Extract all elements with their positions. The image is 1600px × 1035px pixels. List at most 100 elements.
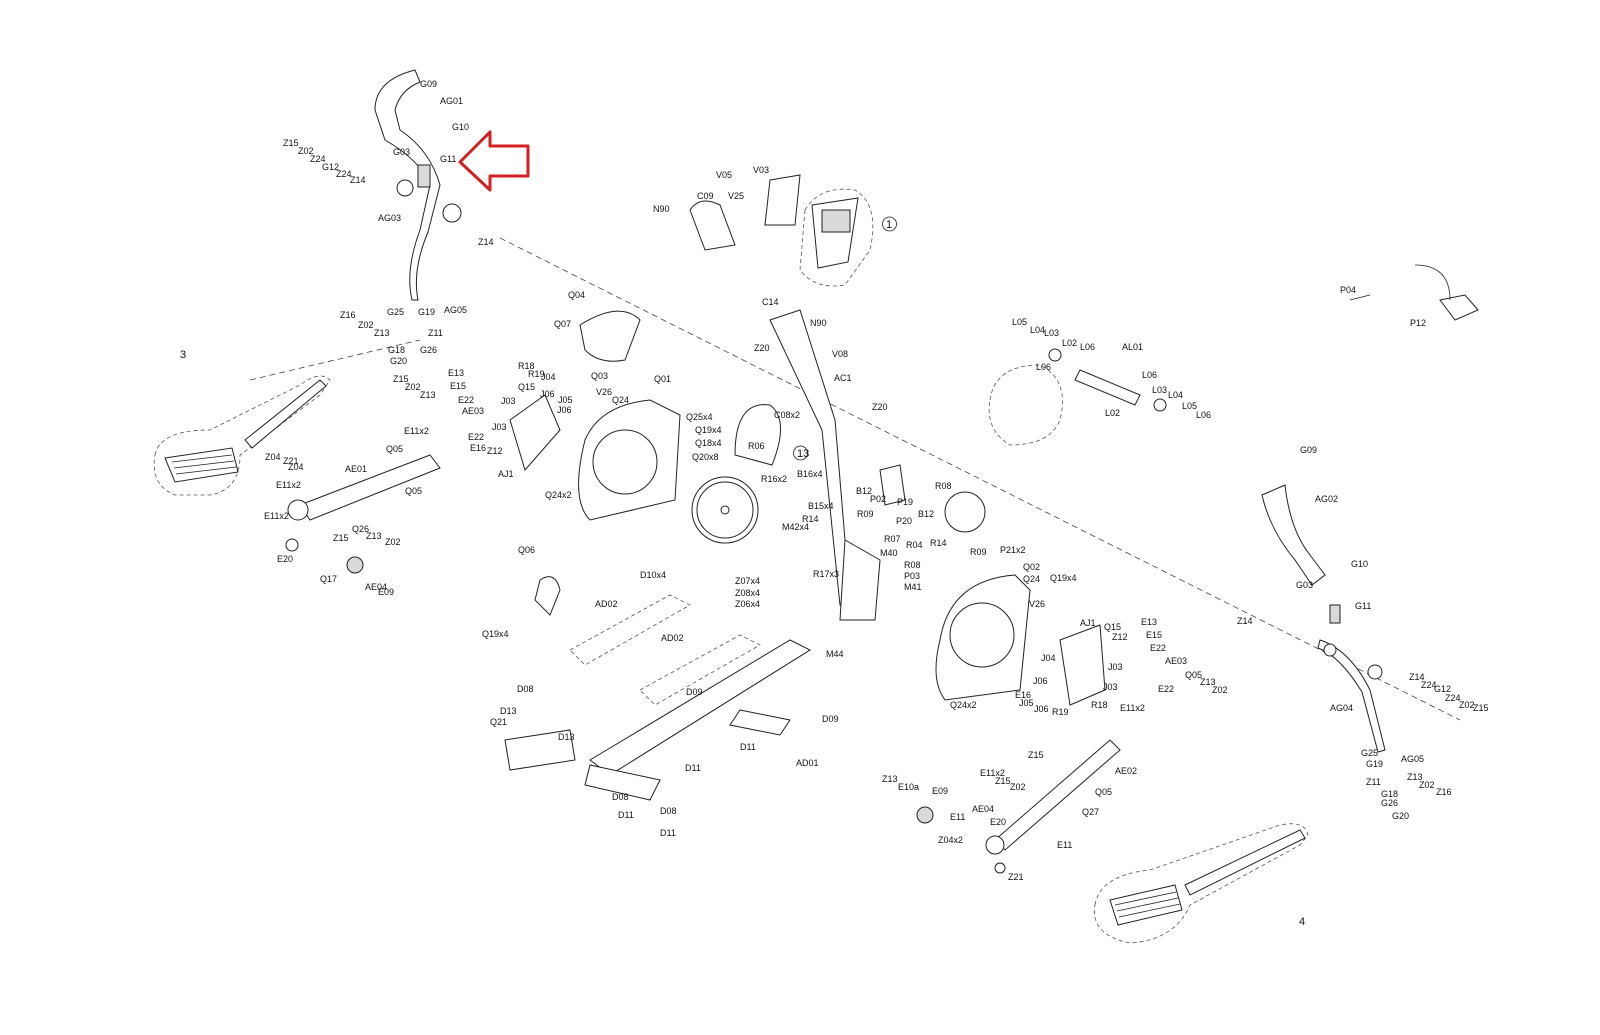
part-label-left-cover: Q24x2 <box>545 490 572 500</box>
part-label-right-cover: V26 <box>1029 599 1045 609</box>
part-label-axle: L06 <box>1196 410 1211 420</box>
part-label-left-handle: Z14 <box>478 237 494 247</box>
part-label-stem: P19 <box>897 497 913 507</box>
part-label-stem: N90 <box>810 318 827 328</box>
part-label-stem: Z20 <box>754 343 770 353</box>
part-label-left-arm: E11x2 <box>276 480 301 490</box>
part-label-stem: P20 <box>896 516 912 526</box>
part-label-left-cover: Q20x8 <box>692 452 719 462</box>
left-handlebar <box>374 69 462 301</box>
part-label-right-arm: E11 <box>950 812 965 822</box>
part-label-left-handle: G10 <box>452 122 469 132</box>
part-label-left-arm: Q17 <box>320 574 337 584</box>
part-label-left-lower: Z16 <box>340 310 356 320</box>
part-label-base: Z07x4 <box>735 576 760 586</box>
part-label-base: D08 <box>660 806 677 816</box>
part-label-right-arm: J06 <box>1034 704 1049 714</box>
part-label-axle: L03 <box>1152 385 1167 395</box>
part-label-axle: L02 <box>1105 408 1120 418</box>
part-label-left-cover: J06 <box>557 405 572 415</box>
part-label-stem: V08 <box>832 349 848 359</box>
part-label-left-cover: R18 <box>518 361 535 371</box>
part-label-stem: Z20 <box>872 402 888 412</box>
part-label-axle: L05 <box>1182 401 1197 411</box>
part-label-stem: P03 <box>904 571 920 581</box>
part-label-right-lower: G19 <box>1366 759 1383 769</box>
part-label-left-cover: J03 <box>501 396 516 406</box>
part-label-left-arm: Z04 <box>288 462 304 472</box>
part-label-left-cover: Q03 <box>591 371 608 381</box>
left-cover <box>509 310 681 521</box>
part-label-axle: L02 <box>1062 338 1077 348</box>
part-label-right-lower: G20 <box>1392 811 1409 821</box>
part-label-left-arm: E22 <box>468 432 484 442</box>
part-label-adapter: P12 <box>1410 318 1426 328</box>
part-label-left-lower: G25 <box>387 307 404 317</box>
part-label-left-handle: G09 <box>420 79 437 89</box>
part-label-right-cover: Q19x4 <box>1050 573 1077 583</box>
part-label-left-arm: Z12 <box>487 446 503 456</box>
part-label-axle: L06 <box>1080 342 1095 352</box>
part-label-axle: L04 <box>1030 325 1045 335</box>
power-adapter <box>1349 264 1479 321</box>
part-label-left-arm: Q05 <box>405 486 422 496</box>
part-label-left-arm: Z13 <box>366 531 382 541</box>
part-label-left-handle: Z24 <box>336 169 352 179</box>
part-label-left-cover: R19 <box>528 369 545 379</box>
part-label-stem: C08x2 <box>774 410 800 420</box>
part-label-right-arm: J03 <box>1103 682 1118 692</box>
part-label-left-lower: AG05 <box>444 305 467 315</box>
part-label-left-lower: Z13 <box>374 328 390 338</box>
part-label-right-arm: Q27 <box>1082 807 1099 817</box>
part-label-stem: M44 <box>826 649 844 659</box>
part-label-right-arm: E22 <box>1150 643 1166 653</box>
part-label-right-arm: AE04 <box>972 804 994 814</box>
part-label-right-arm: J03 <box>1108 662 1123 672</box>
axle-detail <box>988 348 1167 446</box>
part-label-base: Q21 <box>490 717 507 727</box>
part-label-left-cover: Q04 <box>568 290 585 300</box>
part-label-left-arm: Z15 <box>333 533 349 543</box>
left-pedal <box>153 375 331 496</box>
part-label-right-lower: G25 <box>1361 748 1378 758</box>
part-label-right-arm: E11x2 <box>1120 703 1145 713</box>
part-label-stem: C14 <box>762 297 779 307</box>
part-label-left-handle: Z15 <box>283 138 299 148</box>
part-label-left-arm: Z13 <box>420 390 436 400</box>
part-label-right-lower: Z13 <box>1407 772 1423 782</box>
part-label-left-handle: Z02 <box>298 146 314 156</box>
part-label-stem: M41 <box>904 582 922 592</box>
part-label-left-arm: E11x2 <box>404 426 429 436</box>
part-label-left-lower: Z02 <box>358 320 374 330</box>
part-label-adapter: P04 <box>1340 285 1356 295</box>
part-label-right-pedal: 4 <box>1299 916 1305 928</box>
part-label-left-cover: Q25x4 <box>686 412 713 422</box>
right-cover <box>935 574 1106 706</box>
part-label-stem: B12 <box>856 486 872 496</box>
part-label-left-cover: J06 <box>540 389 555 399</box>
part-label-right-handle: AG02 <box>1315 494 1338 504</box>
part-label-stem: R17x3 <box>813 569 839 579</box>
part-label-left-arm: J03 <box>492 422 507 432</box>
part-label-left-cover: Q24 <box>612 395 629 405</box>
part-label-right-arm: J05 <box>1019 698 1034 708</box>
stem <box>769 309 986 621</box>
part-label-base: D09 <box>686 687 703 697</box>
part-label-axle: L05 <box>1012 317 1027 327</box>
part-label-stem: B12 <box>918 509 934 519</box>
part-label-left-arm: E11x2 <box>264 511 289 521</box>
part-label-right-arm: E11x2 <box>980 768 1005 778</box>
part-label-stem: R06 <box>748 441 765 451</box>
part-label-left-lower: G19 <box>418 307 435 317</box>
left-arm <box>285 454 441 574</box>
part-label-right-arm: E09 <box>932 786 948 796</box>
part-label-right-handle: Z24 <box>1421 680 1437 690</box>
part-label-left-handle: AG01 <box>440 96 463 106</box>
part-label-right-arm: Q05 <box>1095 787 1112 797</box>
part-label-right-arm: Z12 <box>1112 632 1128 642</box>
part-label-base: Q19x4 <box>482 629 509 639</box>
part-label-base: AD02 <box>661 633 684 643</box>
part-label-right-handle: G03 <box>1296 580 1313 590</box>
part-label-base: D13 <box>500 706 517 716</box>
